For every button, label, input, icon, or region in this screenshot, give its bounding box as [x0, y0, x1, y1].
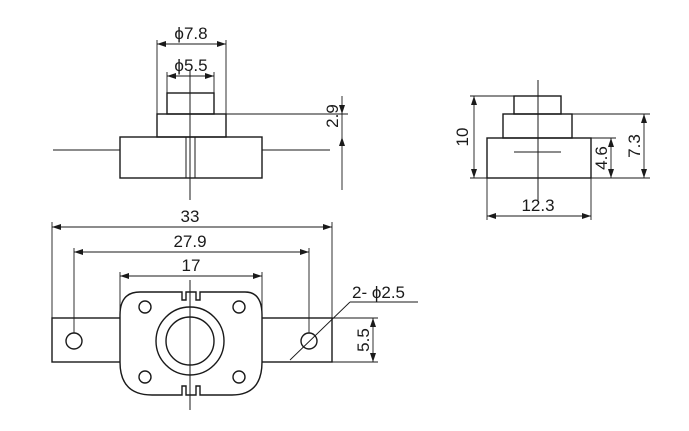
side-view: ϕ7.8 ϕ5.5 2.9: [53, 24, 348, 200]
side-view-collar: [156, 113, 227, 138]
dim-29-arrow-top: [339, 105, 345, 114]
top-view-screw-top-right: [232, 300, 246, 314]
dim-10-label: 10: [453, 128, 472, 147]
dim-55-label: 5.5: [354, 328, 373, 352]
dim-phi78-label: ϕ7.8: [174, 24, 207, 43]
dim-73-label: 7.3: [625, 134, 644, 158]
dim-holes-label: 2- ϕ2.5: [352, 283, 405, 302]
dim-46-arrow-bottom: [608, 169, 614, 178]
top-view-screw-top-left: [138, 300, 152, 314]
dim-279-arrow-right: [300, 249, 309, 255]
right-view-body: [486, 137, 592, 179]
dim-10-arrow-bottom: [471, 169, 477, 178]
dim-phi55-arrow-right: [205, 73, 214, 79]
dim-46-arrow-top: [608, 138, 614, 147]
dim-33-arrow-right: [323, 224, 332, 230]
dim-33-label: 33: [181, 207, 200, 226]
dim-phi78-arrow-left: [157, 41, 166, 47]
top-view-mounting-hole-left: [65, 332, 83, 350]
dim-33-arrow-left: [52, 224, 61, 230]
top-view: 33 27.9 17 2- ϕ2.5 5.5: [51, 207, 418, 410]
dim-73-arrow-top: [641, 114, 647, 123]
dim-123-arrow-right: [582, 213, 591, 219]
dim-55-arrow-top: [370, 318, 376, 327]
dim-phi55-arrow-left: [167, 73, 176, 79]
top-view-screw-bottom-right: [232, 370, 246, 384]
dim-123-arrow-left: [487, 213, 496, 219]
dim-17-arrow-right: [253, 273, 262, 279]
dim-279-label: 27.9: [173, 232, 206, 251]
dim-29-arrow-bottom: [339, 137, 345, 146]
side-view-body: [119, 136, 263, 179]
dim-123-label: 12.3: [521, 196, 554, 215]
top-view-screw-bottom-left: [138, 370, 152, 384]
dim-55-arrow-bottom: [370, 353, 376, 362]
dim-46-label: 4.6: [592, 146, 611, 170]
dim-phi55-label: ϕ5.5: [174, 56, 207, 75]
dim-17-arrow-left: [120, 273, 129, 279]
dim-279-arrow-left: [74, 249, 83, 255]
dim-10-arrow-top: [471, 96, 477, 105]
dim-phi78-arrow-right: [217, 41, 226, 47]
dim-17-label: 17: [182, 256, 201, 275]
dim-29-label: 2.9: [323, 104, 342, 128]
dim-holes-leader: [289, 301, 351, 361]
dim-73-arrow-bottom: [641, 169, 647, 178]
right-view: 10 4.6 7.3 12.3: [453, 80, 650, 220]
